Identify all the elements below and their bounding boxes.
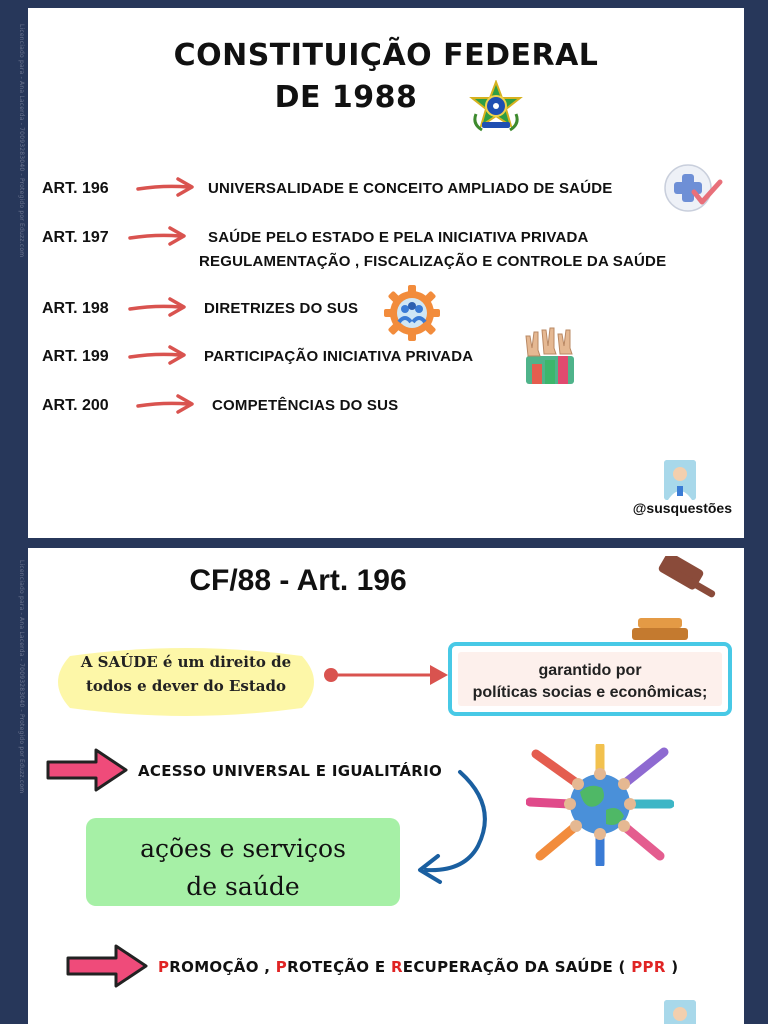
globe-hands-icon: [526, 744, 674, 866]
avatar-icon: [664, 460, 696, 500]
article-label: ART. 196: [42, 180, 109, 197]
page-title-line1: CONSTITUIÇÃO FEDERAL: [173, 38, 599, 73]
ppr-p1-initial: P: [158, 958, 170, 976]
license-watermark-top: Licenciado para - Ana Lacerda - 70093283…: [18, 24, 25, 258]
ppr-r-initial: R: [390, 958, 403, 976]
acoes-line2: de saúde: [186, 872, 300, 901]
pink-arrow-icon: [46, 748, 128, 792]
page-title: CF/88 - Art. 196: [189, 564, 407, 597]
saude-line2: todos e dever do Estado: [85, 677, 286, 695]
pink-arrow-icon: [66, 944, 148, 988]
arrow-right-icon: [136, 177, 194, 197]
ppr-p2-initial: P: [275, 958, 288, 976]
arrow-right-icon: [128, 226, 186, 246]
article-label: ART. 198: [42, 300, 109, 317]
raised-hands-icon: [525, 327, 574, 384]
garantido-statement: garantido por políticas socias e econômi…: [458, 660, 722, 704]
connector-arrow-icon: [324, 665, 448, 685]
saude-line1: A SAÚDE é um direito de: [80, 653, 292, 671]
page-constituicao-overview: CONSTITUIÇÃO FEDERAL DE 1988 ART. 196 UN…: [28, 8, 744, 538]
acesso-universal-label: ACESSO UNIVERSAL E IGUALITÁRIO: [138, 762, 443, 780]
garantido-line1: garantido por: [538, 662, 642, 679]
arrow-right-icon: [128, 345, 186, 365]
article-description: PARTICIPAÇÃO INICIATIVA PRIVADA: [204, 348, 474, 365]
article-label: ART. 199: [42, 348, 109, 365]
page-art-196: CF/88 - Art. 196 A SAÚDE é um direito de…: [28, 548, 744, 1024]
article-label: ART. 200: [42, 397, 109, 414]
article-description-line2: REGULAMENTAÇÃO , FISCALIZAÇÃO E CONTROLE…: [199, 253, 667, 270]
article-description: DIRETRIZES DO SUS: [204, 300, 359, 317]
article-description: COMPETÊNCIAS DO SUS: [212, 397, 399, 414]
saude-statement: A SAÚDE é um direito de todos e dever do…: [50, 650, 322, 698]
acoes-servicos-box: [86, 818, 400, 906]
gavel-icon: [632, 556, 716, 640]
arrow-right-icon: [128, 297, 186, 317]
saude-highlight-shape: [58, 648, 314, 716]
gear-people-icon: [384, 285, 440, 341]
ppr-recuperacao: ECUPERAÇÃO DA SAÚDE (: [402, 958, 632, 976]
ppr-abbreviation: PPR: [631, 958, 666, 976]
acoes-servicos-label: ações e serviços de saúde: [86, 830, 400, 906]
garantido-inner: garantido por políticas socias e econômi…: [458, 652, 722, 706]
article-label: ART. 197: [42, 229, 109, 246]
arrow-right-icon: [136, 394, 194, 414]
garantido-box: garantido por políticas socias e econômi…: [448, 642, 732, 716]
ppr-close: ): [665, 958, 679, 976]
license-watermark-bottom: Licenciado para - Ana Lacerda - 70093283…: [18, 560, 25, 794]
acoes-line1: ações e serviços: [140, 834, 346, 863]
curved-arrow-icon: [418, 770, 487, 884]
coat-of-arms-icon: [469, 80, 523, 132]
ppr-promocao: ROMOÇÃO ,: [169, 958, 276, 976]
instagram-handle: @susquestões: [632, 500, 732, 516]
ppr-protecao: ROTEÇÃO E: [287, 958, 391, 976]
article-description: SAÚDE PELO ESTADO E PELA INICIATIVA PRIV…: [208, 229, 589, 246]
health-cross-icon: [664, 164, 723, 212]
article-description: UNIVERSALIDADE E CONCEITO AMPLIADO DE SA…: [208, 180, 613, 197]
ppr-statement: PROMOÇÃO , PROTEÇÃO E RECUPERAÇÃO DA SAÚ…: [158, 958, 678, 976]
page-title-line2: DE 1988: [274, 80, 418, 115]
garantido-line2: políticas socias e econômicas;: [472, 684, 708, 701]
avatar-icon: [664, 1000, 696, 1024]
